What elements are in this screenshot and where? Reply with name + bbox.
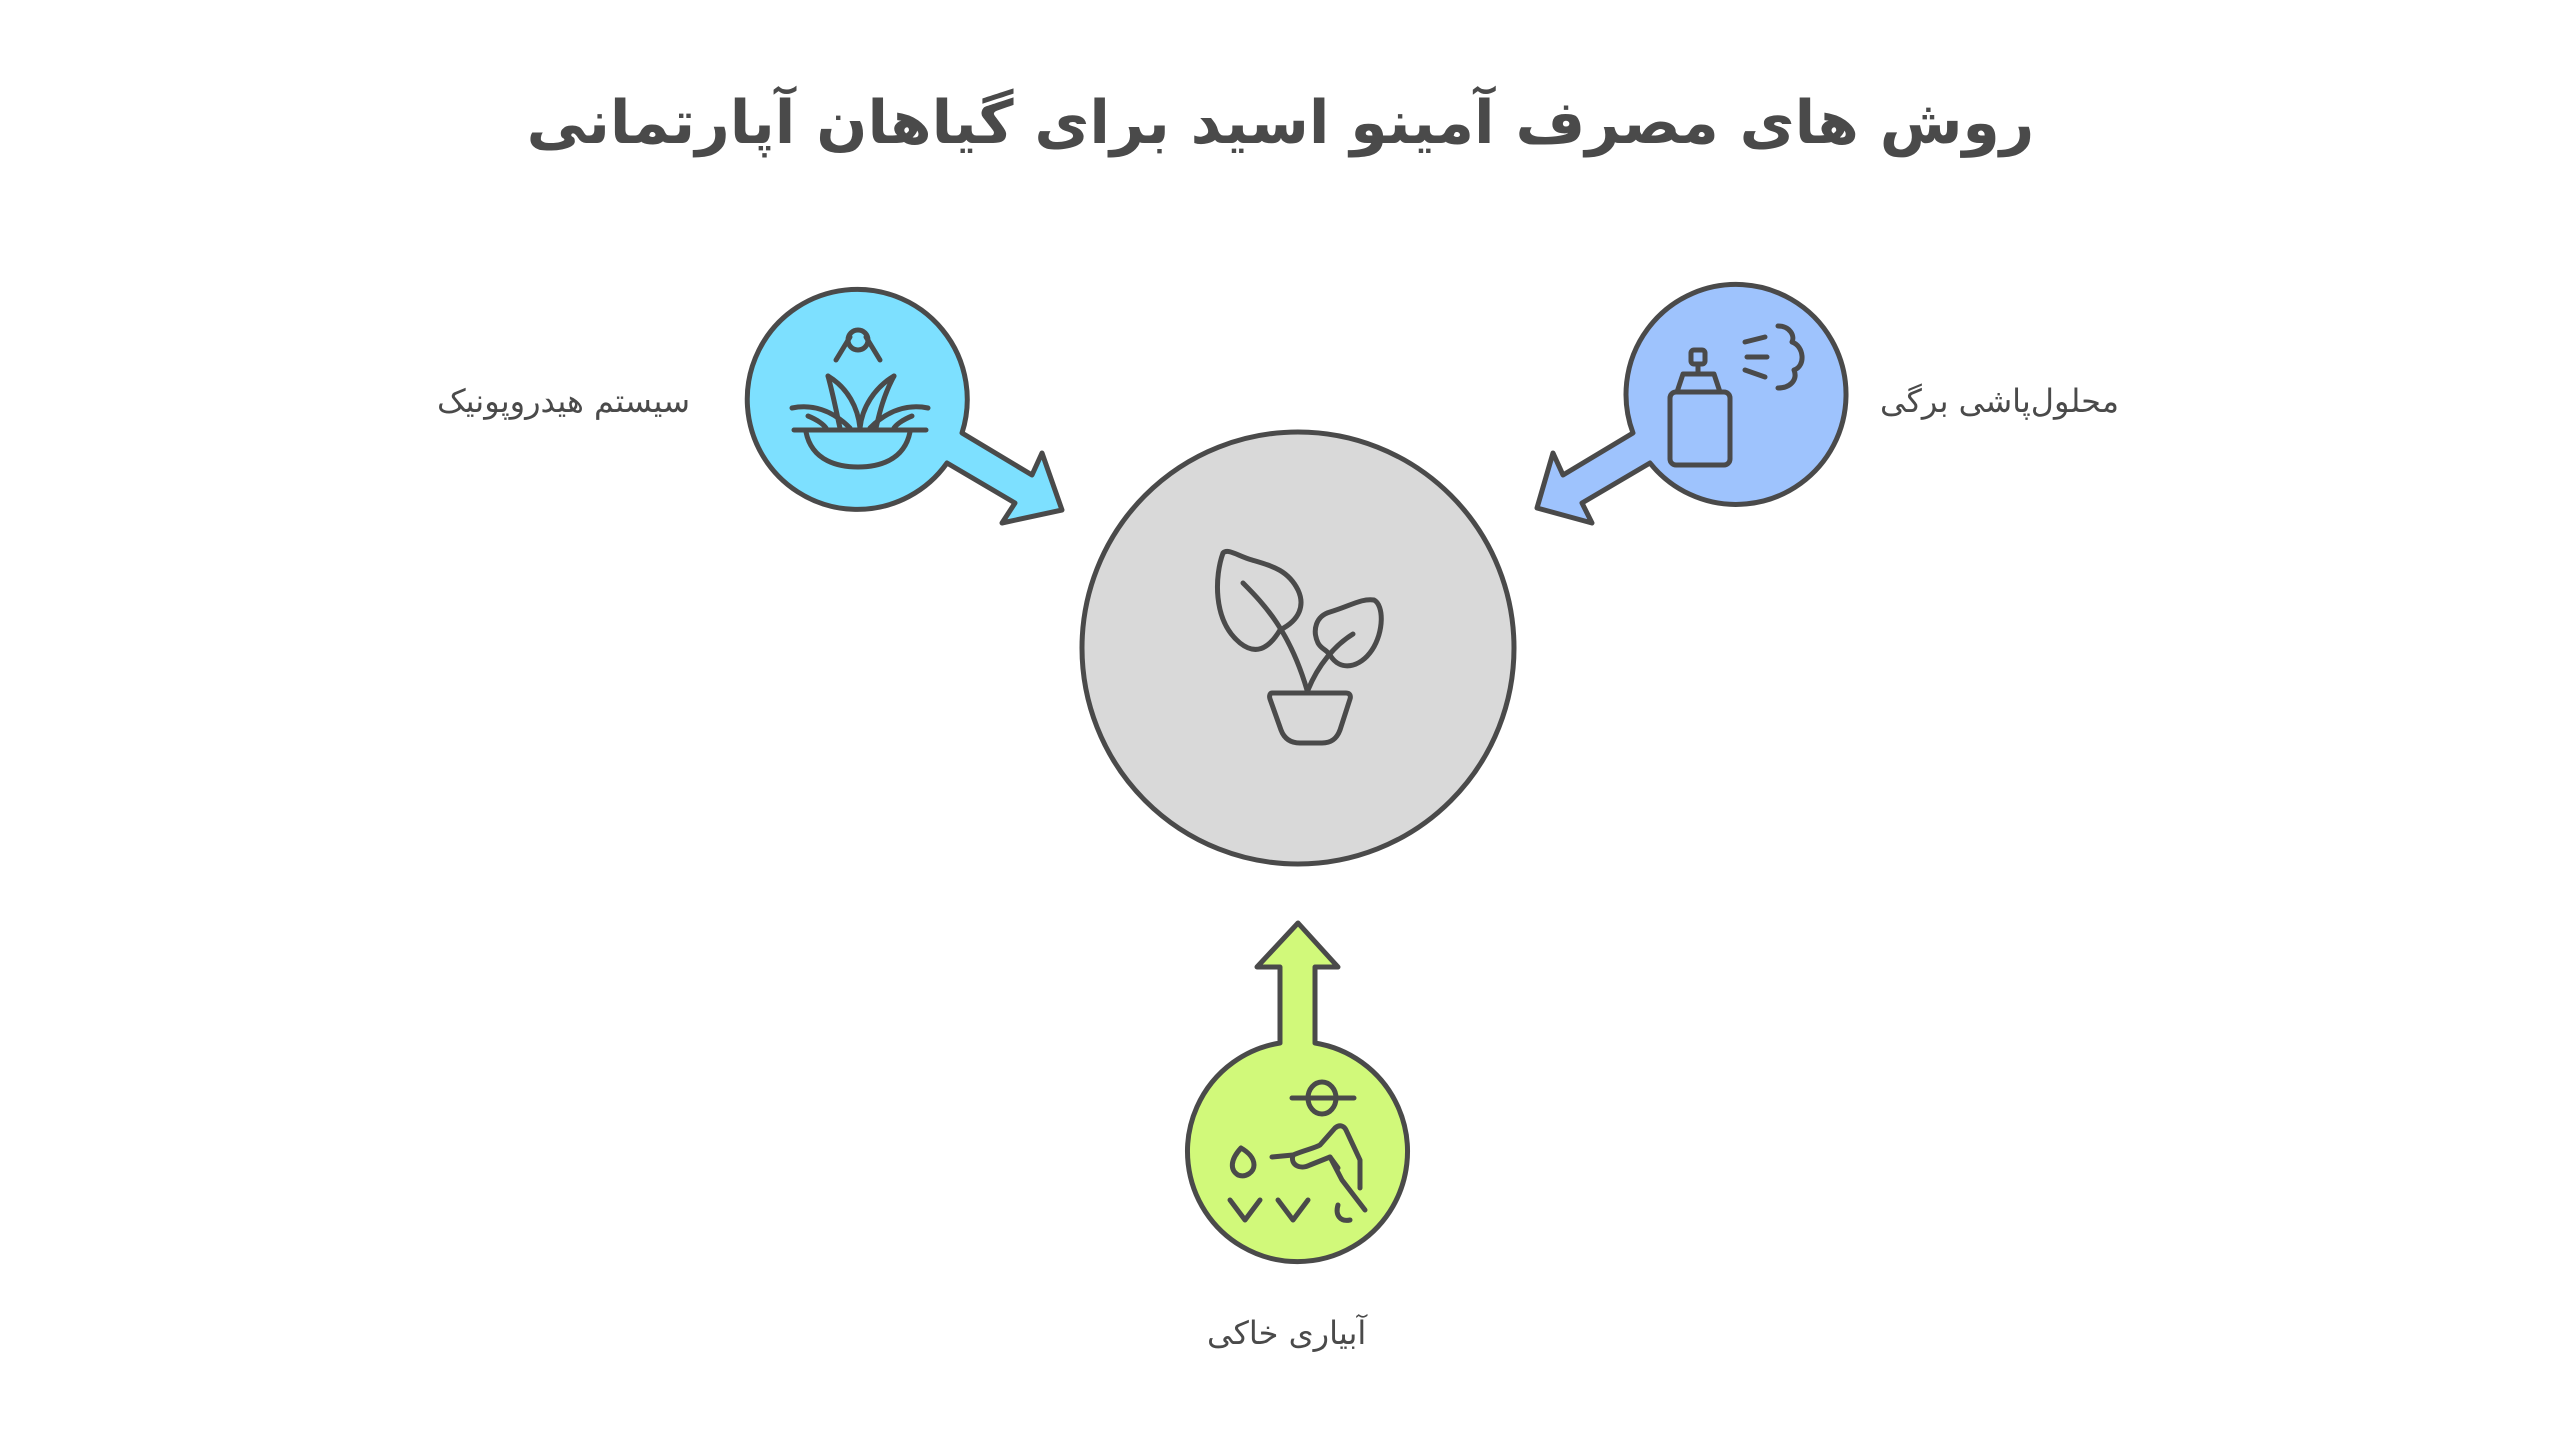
hydroponic-node [744, 286, 1065, 526]
method-label-soil-irrigation: آبیاری خاکی [1207, 1314, 1367, 1352]
method-label-foliar-spray: محلول‌پاشی برگی [1880, 382, 2119, 420]
spray-bottle-icon [1667, 323, 1805, 468]
hydroponic-bowl-icon [789, 327, 931, 470]
gardener-planting-icon [1227, 1079, 1368, 1223]
soil-irrigation-node [1185, 920, 1410, 1265]
center-node [1079, 429, 1517, 867]
method-label-hydroponic: سیستم هیدروپونیک [437, 382, 691, 420]
foliar-spray-node [1534, 282, 1849, 526]
diagram-title: روش های مصرف آمینو اسید برای گیاهان آپار… [526, 88, 2035, 158]
potted-plant-icon [1215, 548, 1384, 746]
